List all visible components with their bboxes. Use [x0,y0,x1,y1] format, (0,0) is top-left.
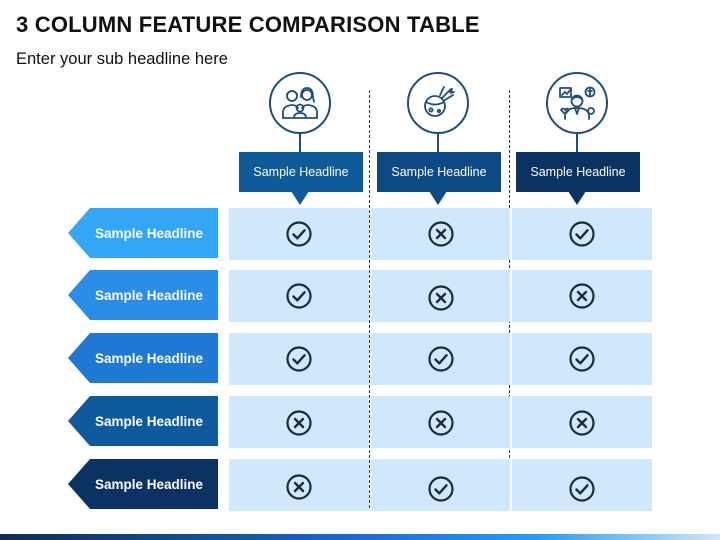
cross-circle-icon [286,410,312,436]
column-label: Sample Headline [239,152,363,192]
row-label: Sample Headline [68,208,218,258]
column-divider [369,90,370,508]
table-cell [512,333,652,385]
meteor-planet-icon [407,72,469,134]
pointer-triangle [568,191,586,205]
table-cell [512,459,652,511]
column-label: Sample Headline [516,152,640,192]
page-title: 3 COLUMN FEATURE COMPARISON TABLE [16,12,480,37]
table-cell [512,396,652,448]
check-circle-icon [569,476,595,502]
bottom-accent-bar [0,534,720,540]
table-cell [512,270,652,322]
cross-circle-icon [427,285,454,311]
table-cell [229,459,369,511]
row-label: Sample Headline [68,333,218,383]
check-circle-icon [286,221,312,247]
row-label: Sample Headline [68,459,218,509]
table-cell [371,333,510,385]
check-circle-icon [427,346,454,372]
table-cell [229,333,369,385]
table-cell [371,208,510,260]
cross-circle-icon [286,474,312,500]
family-icon [269,72,331,134]
row-label: Sample Headline [68,270,218,320]
check-circle-icon [569,221,595,247]
page-subtitle: Enter your sub headline here [16,50,228,68]
row-label: Sample Headline [68,396,218,446]
table-cell [512,208,652,260]
check-circle-icon [427,476,454,502]
check-circle-icon [286,346,312,372]
cross-circle-icon [427,221,454,247]
check-circle-icon [286,283,312,309]
pointer-triangle [291,191,309,205]
check-circle-icon [569,346,595,372]
cross-circle-icon [427,410,454,436]
cross-circle-icon [569,283,595,309]
table-cell [229,396,369,448]
connector-line [299,134,301,152]
table-cell [229,208,369,260]
businessman-idea-icon [546,72,608,134]
table-cell [229,270,369,322]
pointer-triangle [429,191,447,205]
table-cell [371,270,510,322]
column-label: Sample Headline [377,152,501,192]
table-cell [371,396,510,448]
table-cell [371,459,510,511]
connector-line [437,134,439,152]
cross-circle-icon [569,410,595,436]
connector-line [576,134,578,152]
